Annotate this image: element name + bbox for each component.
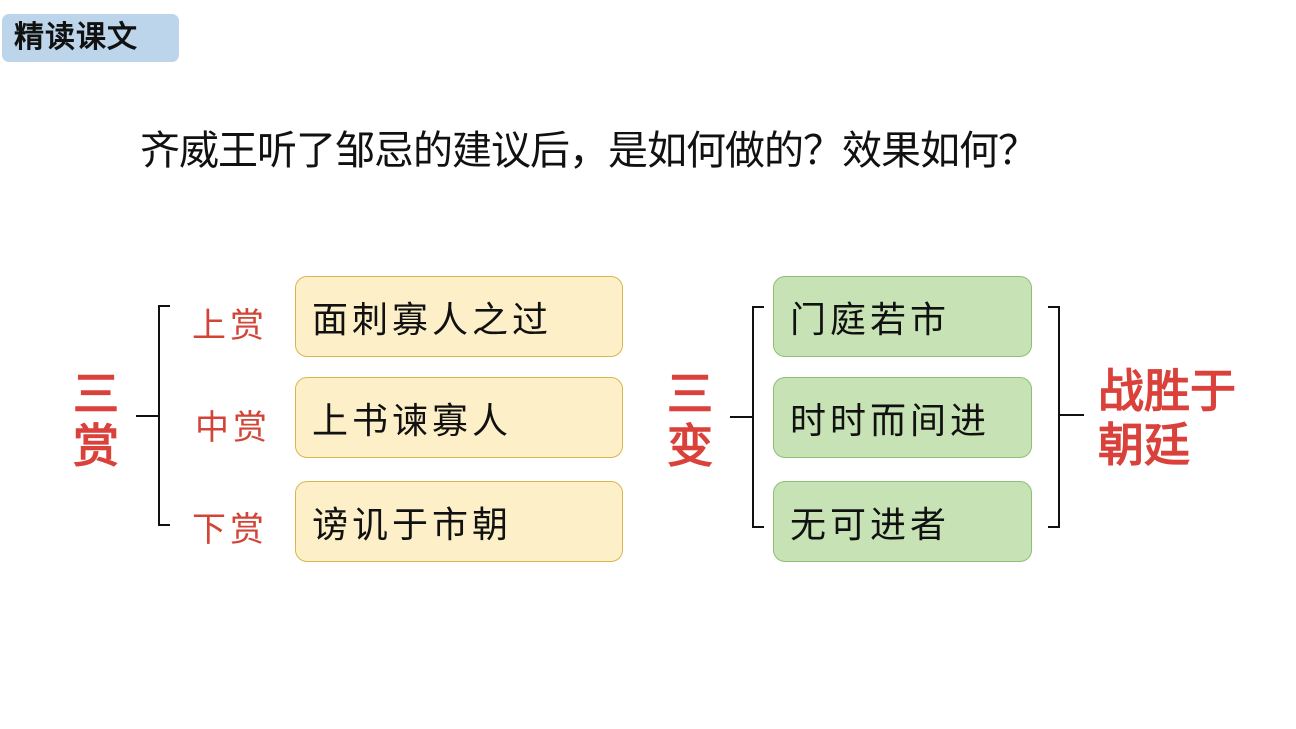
reward-text-lower: 谤讥于市朝 xyxy=(312,504,513,546)
right-brace-stem xyxy=(1058,414,1084,416)
result-line1: 战胜于 xyxy=(1098,364,1236,418)
right-left-brace-stem xyxy=(730,416,754,418)
change-text-2: 时时而间进 xyxy=(790,400,991,442)
right-brace-bottom xyxy=(1048,526,1060,528)
right-title-line2: 变 xyxy=(667,419,713,473)
result-line2: 朝廷 xyxy=(1098,418,1190,472)
change-box-1: 门庭若市 xyxy=(773,276,1032,357)
reward-text-middle: 上书谏寡人 xyxy=(312,400,513,442)
left-title-line1: 三 xyxy=(73,367,119,421)
reward-box-lower: 谤讥于市朝 xyxy=(295,481,623,562)
right-left-brace-bottom xyxy=(752,526,764,528)
left-title-line2: 赏 xyxy=(73,419,119,473)
right-left-brace-vertical xyxy=(752,306,754,528)
right-brace-top xyxy=(1048,306,1060,308)
reward-box-upper: 面刺寡人之过 xyxy=(295,276,623,357)
result-text: 战胜于 朝廷 xyxy=(1098,364,1236,472)
reward-level-middle: 中赏 xyxy=(195,408,271,448)
right-brace-vertical xyxy=(1058,306,1060,528)
left-brace-bottom xyxy=(158,524,170,526)
reward-box-middle: 上书谏寡人 xyxy=(295,377,623,458)
right-group-title: 三 变 xyxy=(660,368,720,472)
right-left-brace-top xyxy=(752,306,764,308)
section-tag: 精读课文 xyxy=(2,14,179,62)
reward-text-upper: 面刺寡人之过 xyxy=(312,299,553,341)
change-text-3: 无可进者 xyxy=(790,504,951,546)
reward-level-upper: 上赏 xyxy=(192,306,268,346)
right-title-line1: 三 xyxy=(667,367,713,421)
change-box-3: 无可进者 xyxy=(773,481,1032,562)
change-text-1: 门庭若市 xyxy=(790,299,951,341)
reward-level-lower: 下赏 xyxy=(192,510,268,550)
left-brace-vertical xyxy=(158,305,160,526)
question-text: 齐威王听了邹忌的建议后，是如何做的？效果如何？ xyxy=(140,128,1038,174)
left-brace-top xyxy=(158,305,170,307)
left-brace-stem xyxy=(136,415,160,417)
change-box-2: 时时而间进 xyxy=(773,377,1032,458)
left-group-title: 三 赏 xyxy=(66,368,126,472)
